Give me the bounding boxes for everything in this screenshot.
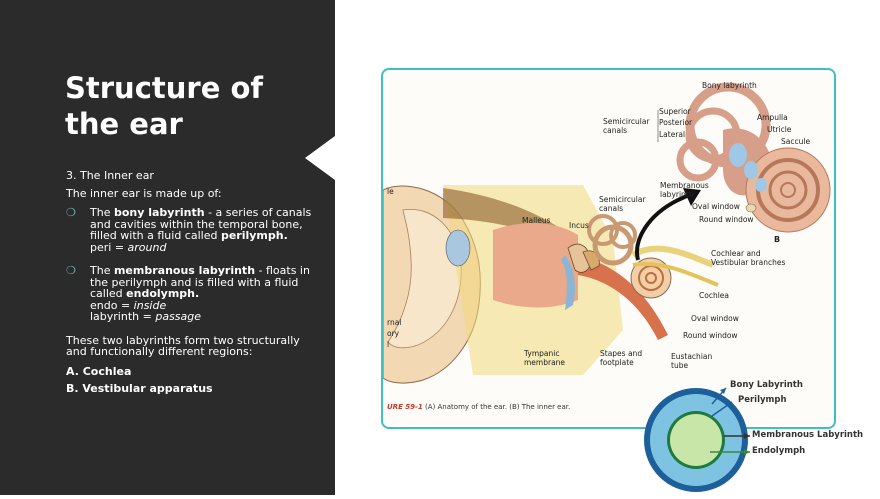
label-perilymph: Perilymph [738, 395, 787, 405]
label-round-window-top: Round window [699, 215, 754, 224]
label-endolymph: Endolymph [752, 446, 806, 456]
label-lateral: Lateral [659, 130, 686, 139]
term-membranous-labyrinth: membranous labyrinth [113, 264, 256, 277]
bullet-circle-icon: ❍ [66, 206, 76, 219]
label-oval-window-top: Oval window [692, 202, 740, 211]
label-saccule: Saccule [781, 137, 811, 146]
label-cochlear-vestibular: Cochlear and Vestibular branches [711, 249, 786, 267]
labyrinth-diagram: Bony Labyrinth Perilymph Membranous Laby… [640, 372, 880, 495]
label-utricle: Utricle [767, 125, 792, 134]
region-a: A. Cochlea [66, 364, 132, 378]
label-tympanic-membrane: Tympanic membrane [524, 349, 566, 367]
label-round-window-bottom: Round window [683, 331, 738, 340]
left-text-panel [0, 0, 335, 495]
label-membranous-labyrinth-diagram: Membranous Labyrinth [752, 430, 864, 440]
label-posterior: Posterior [659, 118, 693, 127]
summary-text: These two labyrinths form two structural… [66, 333, 300, 358]
label-ampulla: Ampulla [757, 113, 788, 122]
label-incus: Incus [569, 221, 589, 230]
label-ory-fragment: ory [387, 329, 400, 338]
figure-caption: URE 59-1 (A) Anatomy of the ear. (B) The… [387, 403, 570, 411]
label-bony-labyrinth: Bony labyrinth [702, 81, 757, 90]
labyrinth-circles [644, 387, 750, 492]
caption-figure-number: URE 59-1 [387, 403, 423, 411]
label-malleus: Malleus [522, 216, 551, 225]
caption-text: (A) Anatomy of the ear. (B) The inner ea… [425, 403, 571, 411]
label-rnal-fragment: rnal [387, 318, 402, 327]
term-perilymph: perilymph. [220, 229, 288, 242]
label-le-fragment: le [387, 187, 394, 196]
label-bony-labyrinth-diagram: Bony Labyrinth [730, 380, 803, 390]
slide-title: Structure of the ear [65, 71, 264, 141]
ear-anatomy-figure: Bony labyrinth Superior Posterior Latera… [381, 68, 836, 429]
label-stapes-footplate: Stapes and footplate [600, 349, 643, 367]
section-heading: 3. The Inner ear [66, 169, 154, 182]
label-superior: Superior [659, 107, 691, 116]
bullet-circle-icon: ❍ [66, 264, 76, 277]
bullet-membranous-labyrinth: ❍ The membranous labyrinth - floats in t… [66, 264, 310, 323]
ear-anatomy-illustration [383, 82, 831, 384]
label-cochlea: Cochlea [699, 291, 729, 300]
bullet-bony-labyrinth: ❍ The bony labyrinth - a series of canal… [66, 206, 312, 254]
label-membranous-labyrinth: Membranous labyrinth [660, 181, 709, 199]
label-eustachian-tube: Eustachian tube [671, 352, 713, 370]
label-b-marker: B [774, 235, 781, 244]
region-b: B. Vestibular apparatus [66, 382, 213, 395]
intro-line: The inner ear is made up of: [66, 186, 222, 200]
term-endolymph: endolymph. [126, 287, 200, 300]
panel-notch [305, 136, 335, 180]
term-bony-labyrinth: bony labyrinth [113, 206, 205, 219]
slide-body: 3. The Inner ear The inner ear is made u… [66, 170, 316, 401]
label-oval-window-bottom: Oval window [691, 314, 739, 323]
label-semicircular-canals-mid: Semicircular canals [599, 195, 646, 213]
label-semicircular-canals-top: Semicircular canals [603, 117, 650, 135]
label-bar-fragment: l [387, 340, 390, 349]
